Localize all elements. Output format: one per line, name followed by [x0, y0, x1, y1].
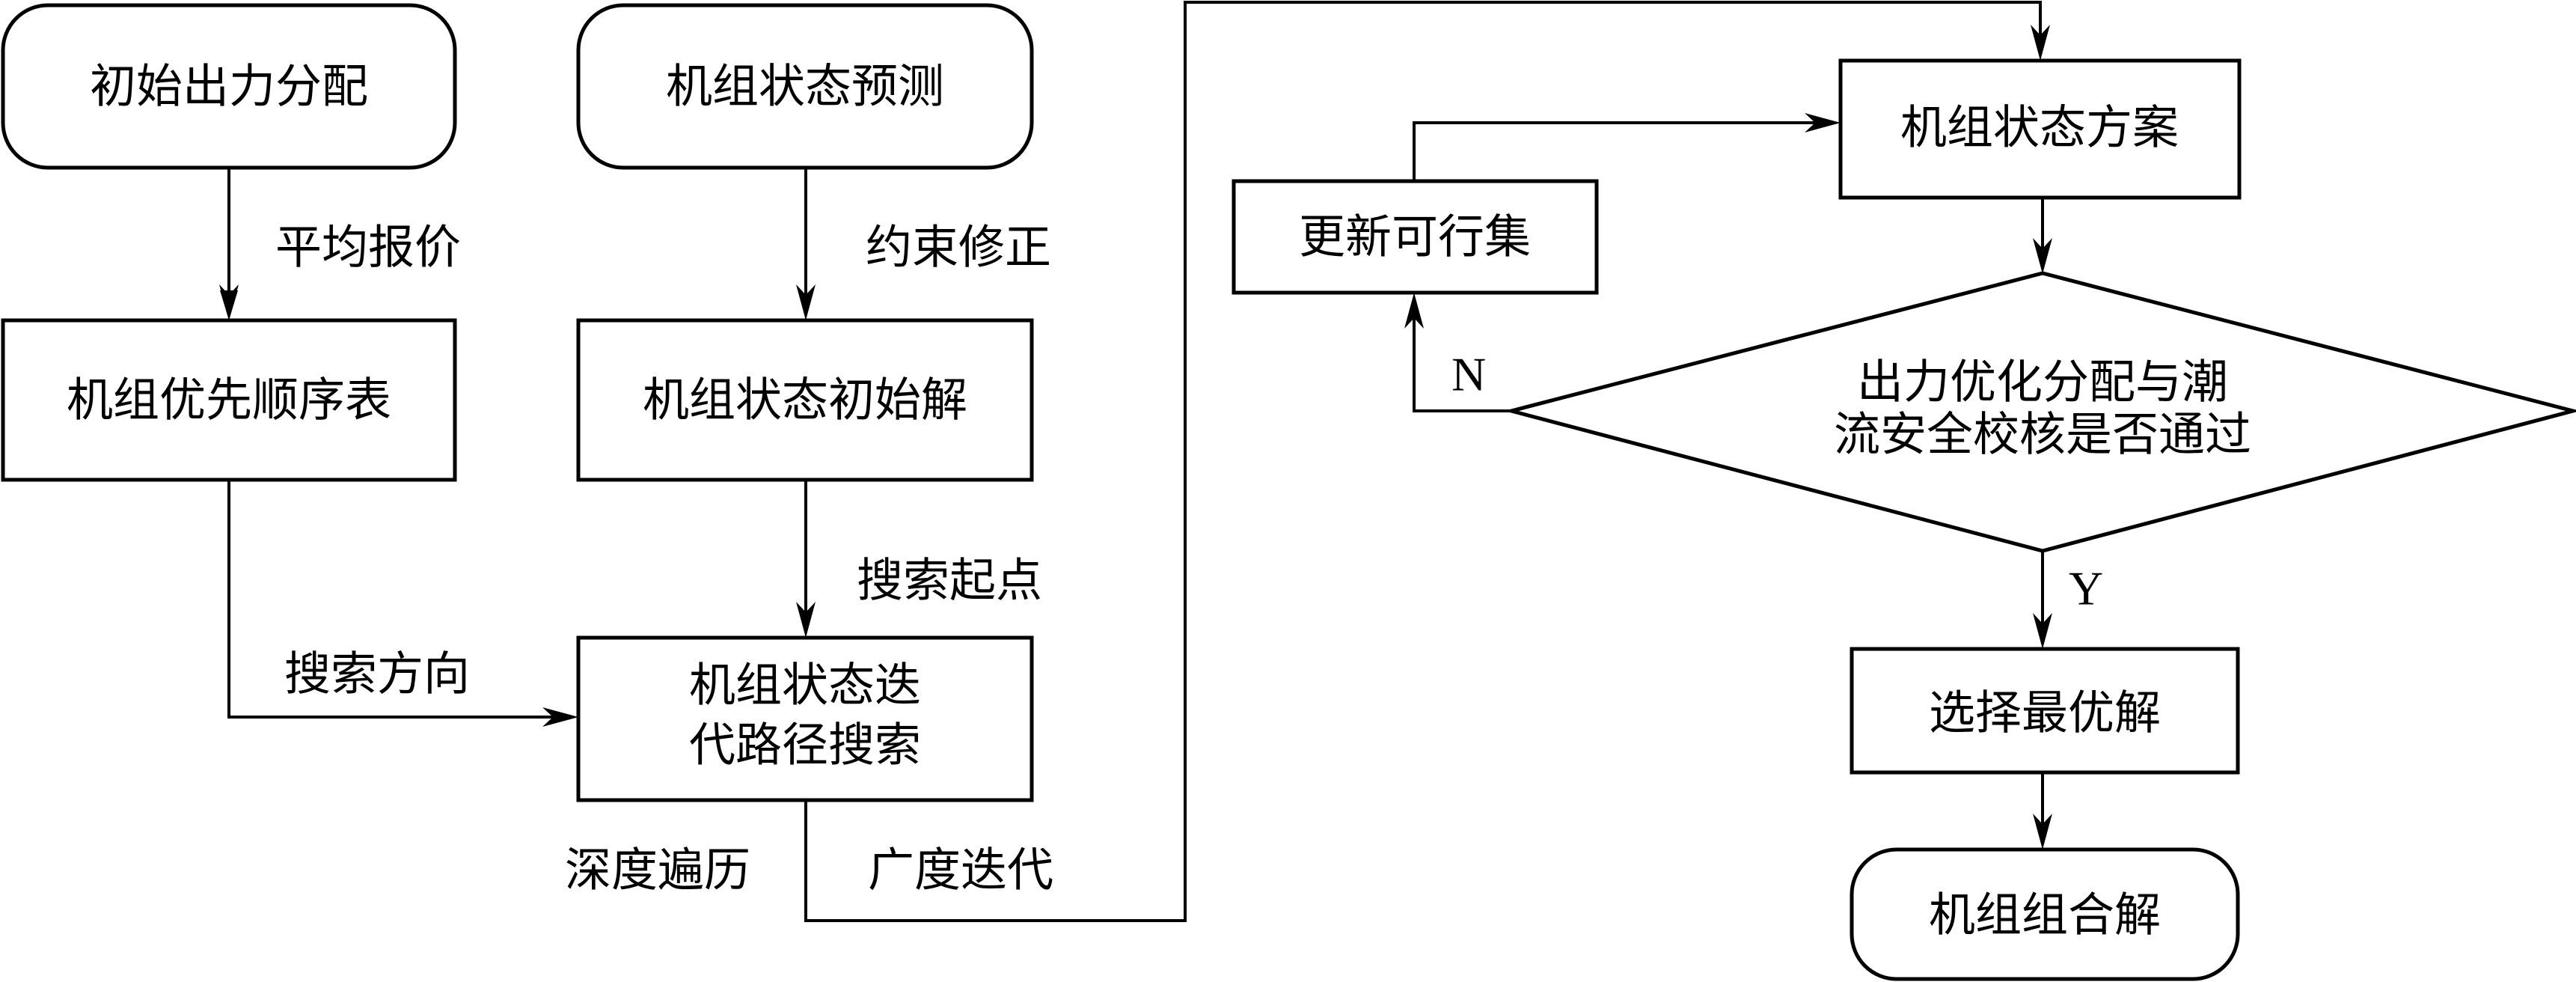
node-label: 机组状态预测: [666, 59, 944, 114]
edge-search-direction: [227, 480, 578, 727]
edge-optimal-to-solution: [2033, 772, 2052, 850]
node-label-line2: 代路径搜索: [689, 718, 921, 772]
node-label-line1: 出力优化分配与潮: [1857, 355, 2228, 409]
node-label: 选择最优解: [1929, 686, 2161, 740]
edge-label-average-bid: 平均报价: [275, 220, 461, 275]
edge-label-depth-traversal: 深度遍历: [565, 843, 750, 897]
node-label: 机组状态初始解: [643, 373, 967, 427]
arrow-head-icon: [542, 707, 578, 727]
node-select-optimal: 选择最优解: [1850, 647, 2240, 775]
edge-update-to-scheme: [1413, 113, 1841, 181]
edge-scheme-to-check: [2033, 198, 2052, 274]
edge-label-yes: Y: [2069, 562, 2103, 615]
node-label: 更新可行集: [1299, 210, 1531, 264]
arrow-head-icon: [1805, 113, 1841, 132]
node-unit-state-forecast: 机组状态预测: [576, 3, 1034, 170]
node-label-line1: 机组状态迭: [689, 658, 921, 713]
edge-label-search-start: 搜索起点: [857, 553, 1042, 608]
node-priority-table: 机组优先顺序表: [1, 318, 457, 482]
edge-average-bid: [219, 168, 239, 320]
arrow-head-icon: [796, 602, 816, 638]
node-iterative-path-search: 机组状态迭 代路径搜索: [576, 635, 1034, 802]
node-label: 机组状态方案: [1900, 100, 2179, 155]
node-state-initial-solution: 机组状态初始解: [576, 318, 1034, 482]
arrow-head-icon: [2033, 814, 2052, 850]
arrow-head-icon: [2033, 238, 2052, 274]
node-label: 机组优先顺序表: [67, 373, 391, 427]
node-decision-check: 出力优化分配与潮 流安全校核是否通过: [1504, 271, 2576, 553]
edge-no: [1404, 293, 1511, 412]
arrow-head-icon: [2033, 613, 2052, 649]
edge-constraint-correction: [796, 168, 816, 320]
edge-breadth-iteration: [804, 1, 2050, 922]
node-label: 机组组合解: [1929, 888, 2161, 942]
node-label-line2: 流安全校核是否通过: [1834, 407, 2251, 462]
edge-search-start: [796, 480, 816, 638]
arrow-head-icon: [1404, 293, 1424, 329]
arrow-head-icon: [796, 284, 816, 320]
edge-label-no: N: [1451, 348, 1486, 401]
node-state-scheme: 机组状态方案: [1838, 58, 2242, 200]
edge-label-breadth-iteration: 广度迭代: [868, 843, 1053, 897]
node-update-feasible-set: 更新可行集: [1232, 179, 1599, 295]
node-label: 初始出力分配: [90, 59, 368, 114]
edge-yes: [2033, 551, 2052, 649]
edge-label-search-direction: 搜索方向: [284, 647, 470, 701]
node-initial-output: 初始出力分配: [1, 3, 457, 170]
node-uc-solution: 机组组合解: [1850, 847, 2240, 981]
arrow-head-icon: [2031, 25, 2050, 61]
edge-label-constraint-correction: 约束修正: [866, 220, 1051, 275]
